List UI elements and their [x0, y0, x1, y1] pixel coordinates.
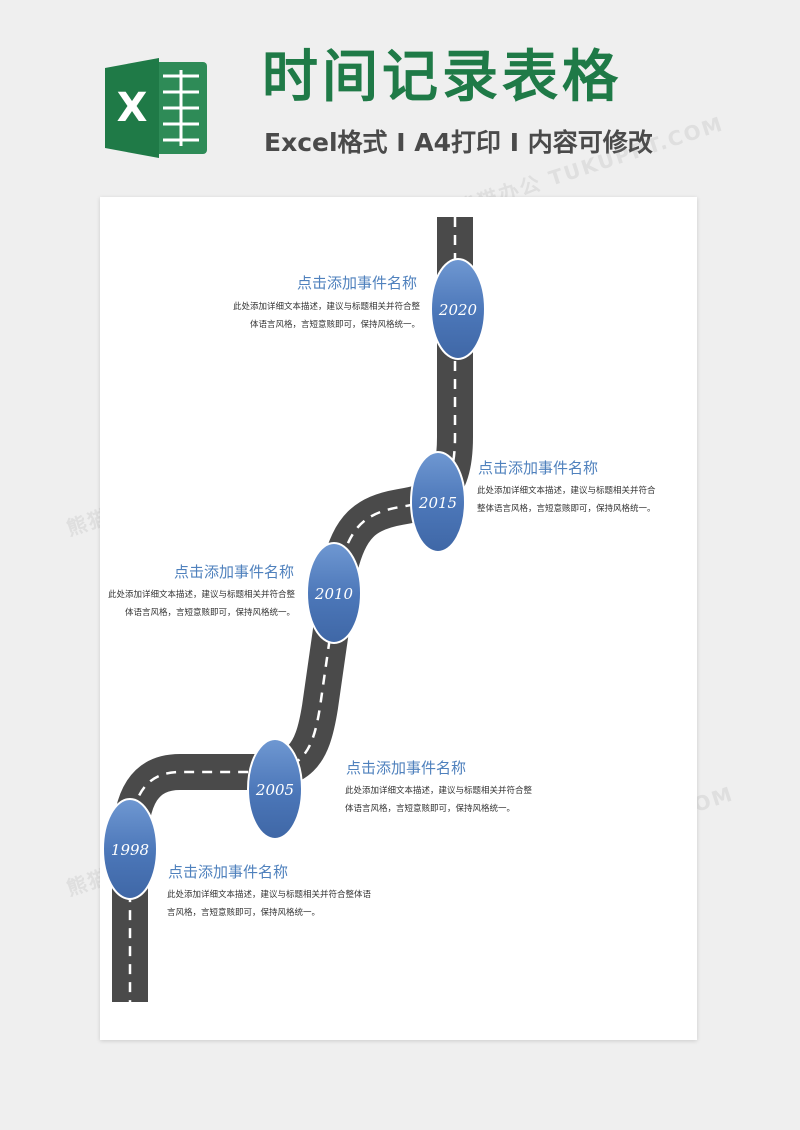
event-description: 此处添加详细文本描述，建议与标题相关并符合 整体语言风格，言短意赅即可，保持风格… — [477, 486, 656, 514]
year-marker-1998: 1998 — [102, 798, 158, 900]
excel-logo-icon: X — [105, 58, 207, 158]
event-title: 点击添加事件名称 — [173, 563, 294, 581]
event-description: 此处添加详细文本描述，建议与标题相关并符合整体语 言风格，言短意赅即可，保持风格… — [167, 890, 372, 918]
page-subtitle: Excel格式 I A4打印 I 内容可修改 — [264, 128, 653, 157]
year-label: 2005 — [255, 781, 294, 799]
year-label: 1998 — [111, 841, 149, 859]
year-label: 2020 — [438, 301, 478, 319]
event-description: 此处添加详细文本描述，建议与标题相关并符合整 体语言风格，言短意赅即可，保持风格… — [232, 302, 420, 330]
event-title: 点击添加事件名称 — [346, 759, 467, 777]
year-marker-2020: 2020 — [430, 258, 486, 360]
year-label: 2010 — [314, 585, 354, 603]
year-marker-2005: 2005 — [247, 738, 303, 840]
event-description: 此处添加详细文本描述，建议与标题相关并符合整 体语言风格，言短意赅即可，保持风格… — [107, 590, 295, 618]
event-title: 点击添加事件名称 — [296, 274, 417, 292]
timeline-road: 2020 2015 2010 2005 1998 — [102, 217, 486, 1002]
timeline-sheet: 2020 2015 2010 2005 1998 点击添加事件名称 此处添加详细… — [100, 197, 697, 1040]
year-marker-2015: 2015 — [410, 451, 466, 553]
event-description: 此处添加详细文本描述，建议与标题相关并符合整 体语言风格，言短意赅即可，保持风格… — [345, 786, 533, 814]
year-marker-2010: 2010 — [306, 542, 362, 644]
event-title: 点击添加事件名称 — [168, 863, 289, 881]
year-label: 2015 — [418, 494, 457, 512]
page-title: 时间记录表格 — [262, 45, 622, 110]
event-title: 点击添加事件名称 — [478, 459, 599, 477]
logo-letter: X — [117, 85, 148, 131]
